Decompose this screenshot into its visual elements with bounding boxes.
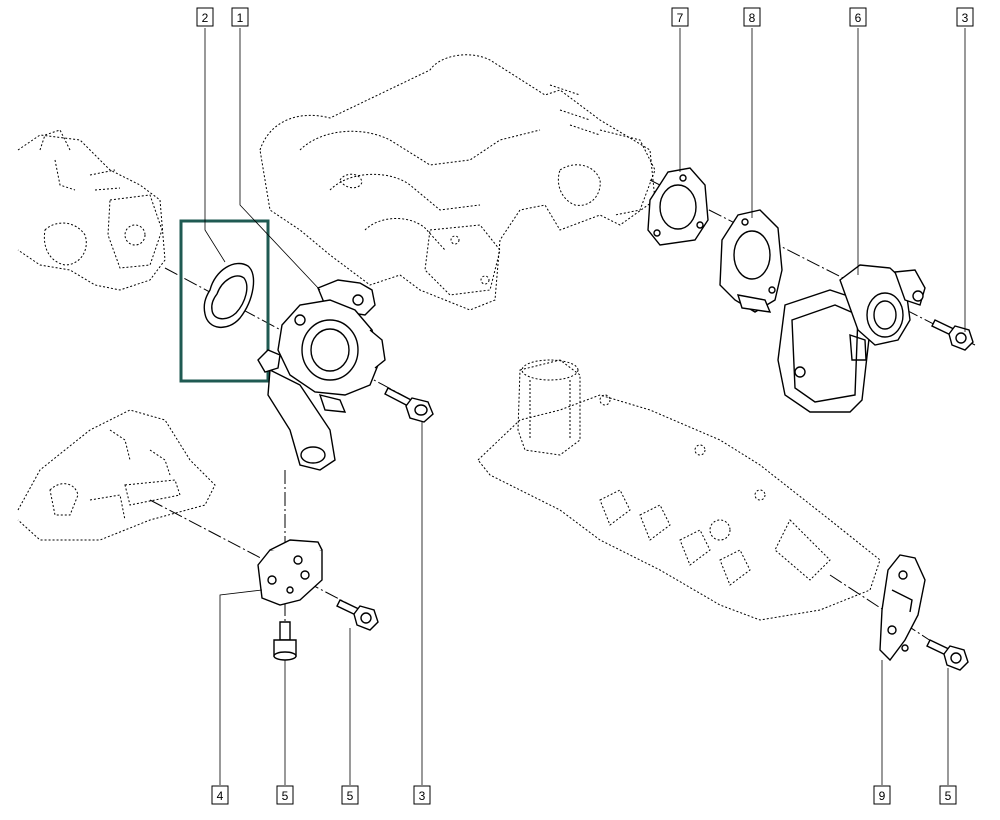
intake-plenum-outline bbox=[477, 359, 881, 621]
callout-5-left-label: 5 bbox=[282, 789, 289, 803]
callout-7: 7 bbox=[671, 7, 689, 27]
callout-5-right-label: 5 bbox=[945, 789, 952, 803]
bolt-upper-center bbox=[384, 387, 434, 423]
throttle-body bbox=[257, 279, 386, 471]
callout-4: 4 bbox=[211, 785, 229, 805]
callout-5-right: 5 bbox=[939, 785, 957, 805]
callout-3-top: 3 bbox=[956, 7, 974, 27]
right-bracket bbox=[879, 554, 926, 662]
callout-8-label: 8 bbox=[749, 11, 756, 25]
callout-8: 8 bbox=[743, 7, 761, 27]
callout-9: 9 bbox=[873, 785, 891, 805]
axis-bracket bbox=[149, 499, 361, 611]
leader-lines bbox=[204, 28, 966, 785]
gasket-ring bbox=[203, 262, 255, 328]
flange-gasket bbox=[647, 167, 709, 246]
bolt-bracket bbox=[336, 599, 379, 631]
callout-9-label: 9 bbox=[879, 789, 886, 803]
callout-2: 2 bbox=[196, 7, 214, 27]
callout-5-left: 5 bbox=[276, 785, 294, 805]
callout-7-label: 7 bbox=[677, 11, 684, 25]
intake-manifold-outline bbox=[259, 54, 656, 311]
callout-3-bottom-label: 3 bbox=[419, 789, 426, 803]
callout-4-label: 4 bbox=[217, 789, 224, 803]
highlight-box bbox=[179, 219, 270, 383]
bracket bbox=[257, 539, 323, 606]
callout-1: 1 bbox=[231, 7, 249, 27]
callout-1-label: 1 bbox=[237, 11, 244, 25]
bolt-right-bracket bbox=[926, 639, 969, 671]
callout-6-label: 6 bbox=[855, 11, 862, 25]
axis-right-assembly bbox=[649, 179, 976, 346]
egr-valve bbox=[777, 264, 926, 413]
callout-5-mid: 5 bbox=[341, 785, 359, 805]
bolt-vertical bbox=[273, 621, 297, 661]
callout-3-top-label: 3 bbox=[962, 11, 969, 25]
adapter-plate bbox=[719, 209, 783, 313]
engine-block-lower-left-outline bbox=[17, 409, 216, 541]
callout-2-label: 2 bbox=[202, 11, 209, 25]
callout-5-mid-label: 5 bbox=[347, 789, 354, 803]
callout-6: 6 bbox=[849, 7, 867, 27]
callout-3-bottom: 3 bbox=[413, 785, 431, 805]
bolt-upper-right bbox=[931, 319, 974, 351]
cylinder-head-outline bbox=[17, 129, 166, 291]
